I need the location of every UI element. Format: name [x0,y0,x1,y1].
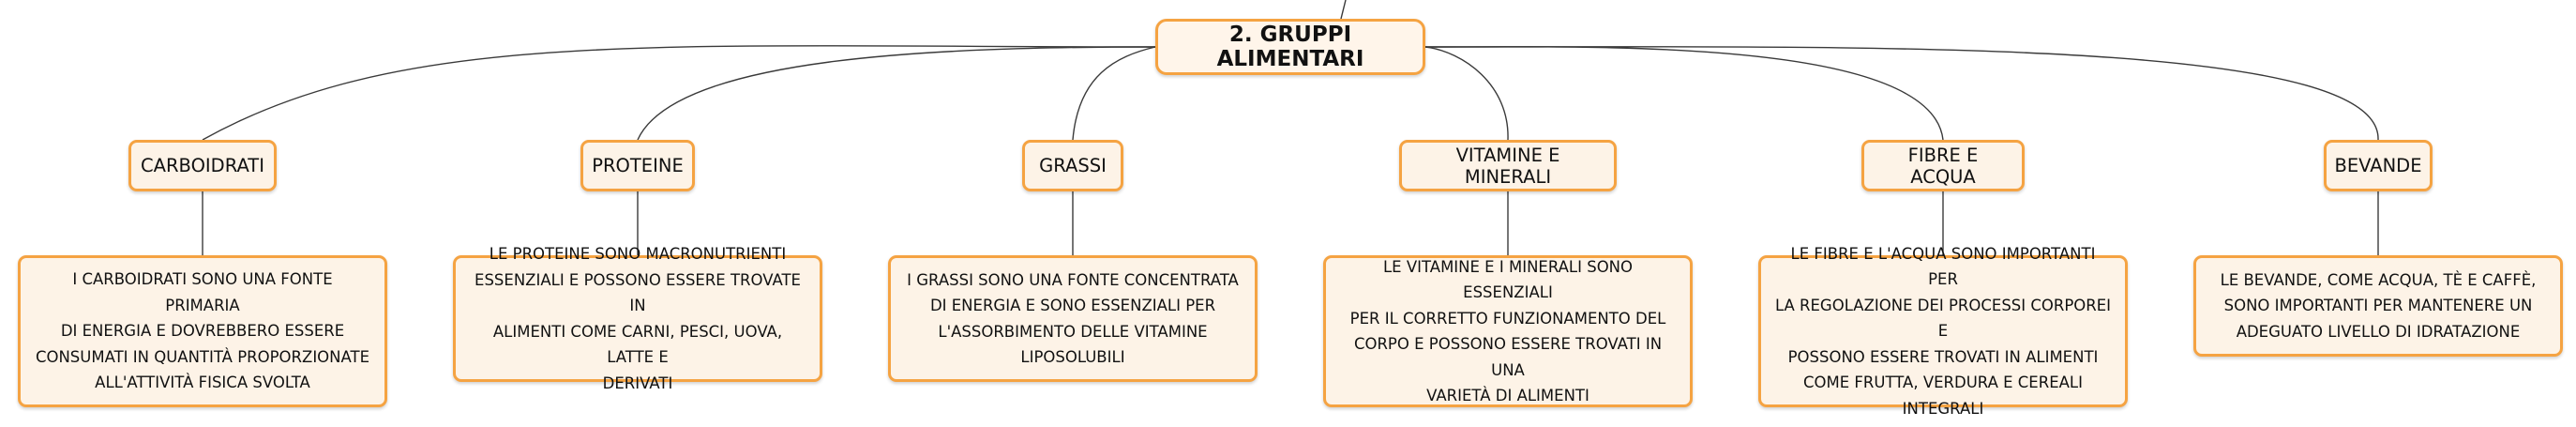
description-node-vitamine-e-minerali[interactable]: LE VITAMINE E I MINERALI SONO ESSENZIALI… [1323,255,1693,407]
topic-node-grassi[interactable]: GRASSI [1022,140,1123,191]
description-node-grassi[interactable]: I GRASSI SONO UNA FONTE CONCENTRATA DI E… [888,255,1258,382]
topic-label: BEVANDE [2334,155,2422,176]
description-text: LE FIBRE E L'ACQUA SONO IMPORTANTI PER L… [1774,244,2112,418]
description-node-proteine[interactable]: LE PROTEINE SONO MACRONUTRIENTI ESSENZIA… [453,245,822,392]
topic-label: VITAMINE E MINERALI [1455,144,1560,188]
connector-root-grassi [1072,46,1156,141]
description-node-carboidrati[interactable]: I CARBOIDRATI SONO UNA FONTE PRIMARIA DI… [18,255,387,407]
topic-label: GRASSI [1039,155,1107,176]
description-text: LE VITAMINE E I MINERALI SONO ESSENZIALI… [1349,257,1666,405]
root-node[interactable]: 2. GRUPPI ALIMENTARI [1155,19,1425,75]
topic-node-bevande[interactable]: BEVANDE [2324,140,2433,191]
connector-root-carboidrati [202,45,1156,141]
topic-node-vitamine-e-minerali[interactable]: VITAMINE E MINERALI [1399,140,1617,191]
description-text: LE BEVANDE, COME ACQUA, TÈ E CAFFÈ, SONO… [2220,270,2537,341]
topic-node-proteine[interactable]: PROTEINE [580,140,695,191]
description-text: LE PROTEINE SONO MACRONUTRIENTI ESSENZIA… [475,245,801,392]
connector-root-fibre [1424,46,1944,141]
topic-label: PROTEINE [592,155,684,176]
connector-root-vitamine [1424,46,1509,141]
parent-connector [1340,0,1347,20]
topic-node-carboidrati[interactable]: CARBOIDRATI [128,140,277,191]
description-text: I CARBOIDRATI SONO UNA FONTE PRIMARIA DI… [35,270,370,392]
connector-root-proteine [637,46,1156,141]
topic-label: FIBRE E ACQUA [1907,144,1979,188]
topic-label: CARBOIDRATI [141,155,264,176]
description-text: I GRASSI SONO UNA FONTE CONCENTRATA DI E… [907,270,1239,367]
connector-root-bevande [1424,46,2379,141]
topic-node-fibre-e-acqua[interactable]: FIBRE E ACQUA [1861,140,2025,191]
description-node-fibre-e-acqua[interactable]: LE FIBRE E L'ACQUA SONO IMPORTANTI PER L… [1758,245,2128,418]
root-label: 2. GRUPPI ALIMENTARI [1216,23,1364,71]
description-node-bevande[interactable]: LE BEVANDE, COME ACQUA, TÈ E CAFFÈ, SONO… [2193,255,2563,357]
